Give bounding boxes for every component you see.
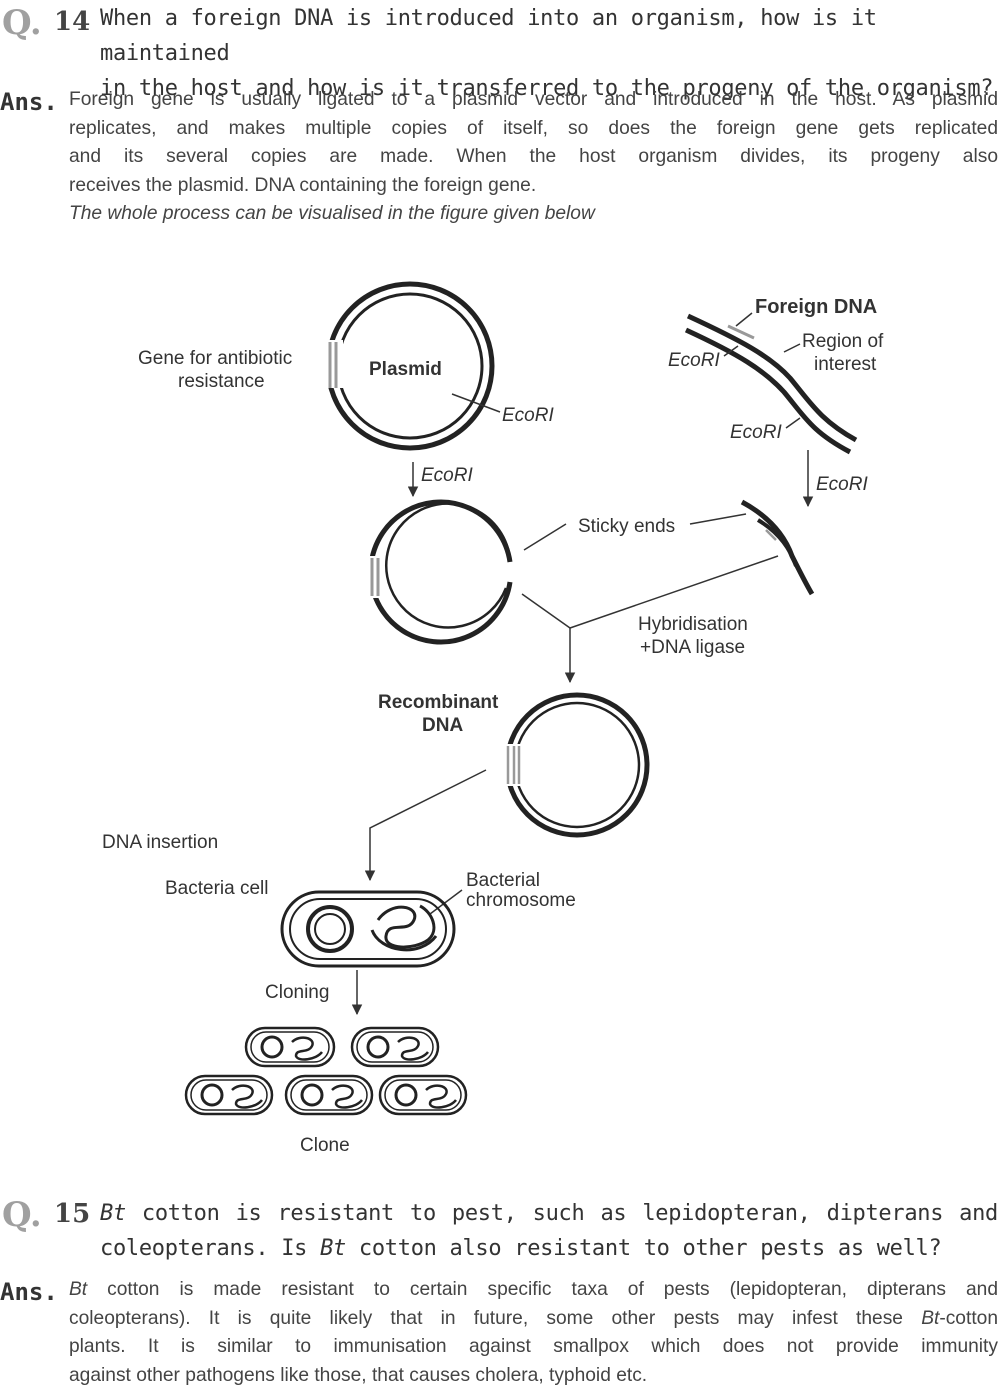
leader-line (723, 345, 739, 357)
question-segment: coleopterans. Is (100, 1236, 321, 1261)
answer-line: receives the plasmid. DNA containing the… (69, 174, 537, 196)
clone-label: Clone (300, 1135, 350, 1156)
question-number: 15 (54, 1199, 91, 1229)
question-text: Bt cotton is resistant to pest, such as … (100, 1196, 998, 1266)
leader-line (429, 889, 463, 915)
question-segment: cotton is resistant to pest, such as lep… (125, 1201, 998, 1226)
gene-antibiotic-label: resistance (178, 371, 265, 392)
question-segment: cotton also resistant to other pests as … (345, 1236, 942, 1261)
question-line: When a foreign DNA is introduced into an… (100, 6, 877, 66)
answer-segment: cotton is made resistant to certain spec… (87, 1279, 998, 1300)
bacteria-cell (280, 890, 456, 968)
bacteria-cell-label: Bacteria cell (165, 878, 269, 899)
plasmid-label: Plasmid (369, 359, 442, 380)
bt-italic: Bt (100, 1201, 126, 1226)
join-line (569, 555, 779, 629)
region-label: Region of (802, 331, 884, 352)
join-line (521, 593, 571, 629)
recombinant-dna (504, 692, 650, 838)
hybridisation-label: Hybridisation (638, 614, 748, 635)
leader-line (785, 417, 801, 429)
answer-segment: -cotton (939, 1307, 998, 1329)
answer-line: coleopterans). It is quite likely that i… (69, 1305, 998, 1334)
answer-line: and its several copies are made. When th… (69, 146, 998, 168)
foreign-dna-fragment (740, 499, 815, 596)
bt-italic: Bt (320, 1236, 346, 1261)
question-marker: Q. (2, 1195, 42, 1235)
answer-segment: coleopterans). It is quite likely that i… (69, 1307, 922, 1329)
answer-line: replicates, and makes multiple copies of… (69, 117, 998, 139)
question-text: When a foreign DNA is introduced into an… (100, 1, 998, 106)
bacterial-chromosome-label: Bacterial (466, 870, 540, 891)
ecori-arrow-label: EcoRI (421, 465, 473, 486)
clone-cells (184, 1026, 468, 1116)
answer-text: Foreign gene is usually ligated to a pla… (69, 86, 998, 229)
question-line: in the host and how is it transferred to… (100, 76, 994, 101)
region-label: interest (814, 354, 877, 375)
leader-line (523, 523, 567, 551)
recombinant-dna-figure: Plasmid Gene for antibiotic resistance E… (102, 281, 884, 1156)
answer-line-italic: The whole process can be visualised in t… (69, 203, 595, 225)
plasmid-diagram (325, 281, 495, 451)
bt-italic: Bt (69, 1279, 88, 1300)
recombinant-label: DNA (422, 715, 463, 736)
answer-line: Foreign gene is usually ligated to a pla… (69, 89, 998, 110)
cloning-label: Cloning (265, 982, 329, 1003)
bt-italic: Bt (921, 1307, 940, 1329)
ecori-label: EcoRI (668, 350, 720, 371)
answer-label: Ans. (0, 88, 58, 116)
gene-antibiotic-label: Gene for antibiotic (138, 348, 292, 369)
foreign-dna-label: Foreign DNA (755, 296, 877, 318)
answer-text: Bt cotton is made resistant to certain s… (69, 1276, 998, 1390)
leader-line (735, 312, 753, 327)
leader-line (783, 343, 801, 353)
leader-line (689, 513, 747, 525)
ecori-arrow-label: EcoRI (816, 474, 868, 495)
dna-insertion-label: DNA insertion (102, 832, 218, 853)
insertion-line (364, 769, 487, 882)
answer-line: against other pathogens like those, that… (69, 1364, 648, 1386)
recombinant-label: Recombinant (378, 692, 499, 713)
bacterial-chromosome-label: chromosome (466, 890, 576, 911)
question-line: Bt cotton is resistant to pest, such as … (100, 1196, 998, 1231)
foreign-dna-strand (684, 313, 858, 455)
answer-line: Bt cotton is made resistant to certain s… (69, 1276, 998, 1305)
question-marker: Q. (2, 3, 42, 43)
question-number: 14 (54, 7, 91, 37)
cut-plasmid (368, 499, 513, 645)
ecori-label: EcoRI (502, 405, 554, 426)
hybridisation-label: +DNA ligase (640, 637, 745, 658)
answer-label: Ans. (0, 1278, 58, 1306)
question-line: coleopterans. Is Bt cotton also resistan… (100, 1231, 998, 1266)
sticky-ends-label: Sticky ends (578, 516, 675, 537)
ecori-label: EcoRI (730, 422, 782, 443)
leader-line (451, 393, 501, 413)
answer-line: plants. It is similar to immunisation ag… (69, 1336, 998, 1358)
